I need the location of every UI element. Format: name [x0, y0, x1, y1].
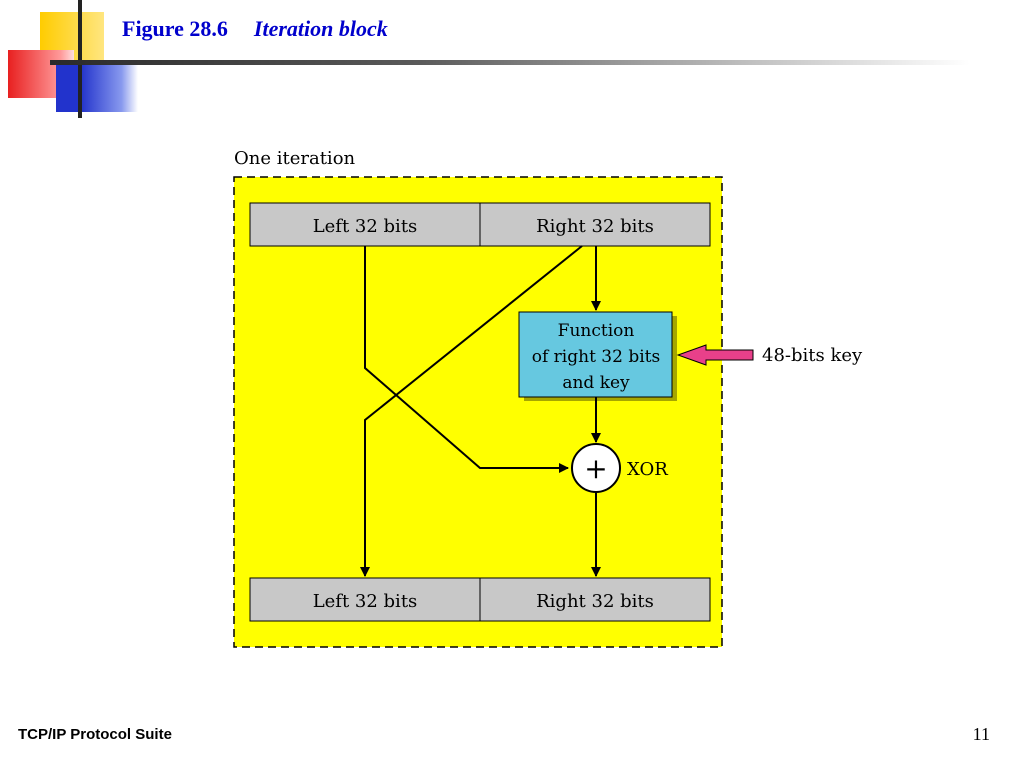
diagram-caption: One iteration [234, 148, 356, 169]
page-number: 11 [972, 724, 990, 744]
top-right-register [479, 202, 711, 247]
bottom-right-register-label: Right 32 bits [536, 591, 654, 612]
decoration-vertical-line [78, 0, 82, 118]
top-right-register-label: Right 32 bits [536, 216, 654, 237]
xor-label: XOR [627, 459, 668, 480]
function-box-line-2: of right 32 bits [532, 347, 660, 367]
figure-number: Figure 28.6 [122, 16, 228, 41]
top-left-register [249, 202, 481, 247]
decoration-blue-square [56, 62, 138, 112]
key-label: 48-bits key [762, 345, 863, 366]
function-box-line-1: Function [558, 321, 635, 341]
bottom-right-register [479, 577, 711, 622]
arrow-right-to-bottom-left [360, 245, 583, 577]
slide-title: Figure 28.6 Iteration block [122, 16, 388, 42]
key-arrow [676, 344, 754, 366]
bottom-left-register-label: Left 32 bits [313, 591, 418, 612]
title-underline [50, 60, 970, 65]
iteration-box [233, 176, 723, 648]
top-left-register-label: Left 32 bits [313, 216, 418, 237]
function-box-line-3: and key [562, 373, 630, 393]
function-box [518, 311, 673, 398]
arrow-left-to-xor [364, 246, 569, 473]
xor-symbol: + [584, 452, 607, 485]
footer-text: TCP/IP Protocol Suite [18, 726, 172, 743]
figure-title: Iteration block [253, 16, 388, 41]
